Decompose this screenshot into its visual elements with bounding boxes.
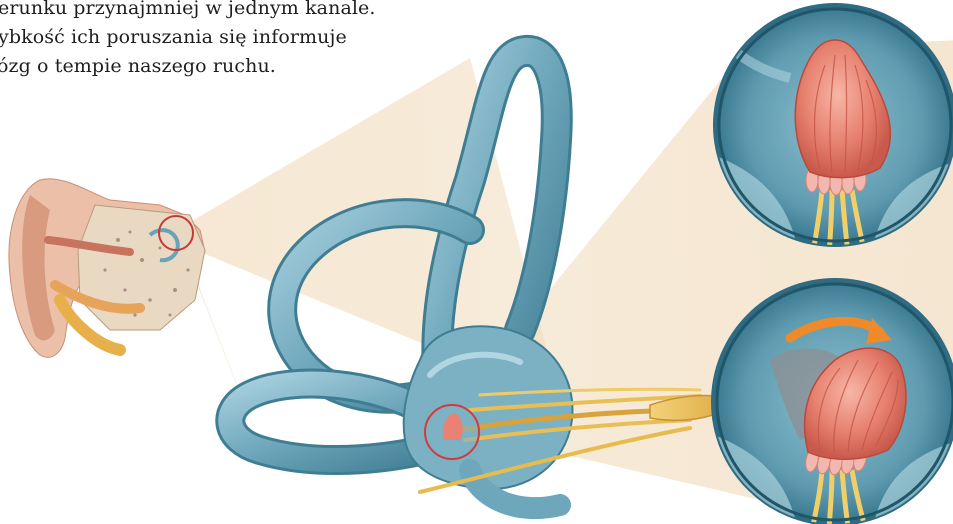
ampulla-highlight [425, 405, 479, 459]
ear-anatomy [9, 179, 205, 357]
